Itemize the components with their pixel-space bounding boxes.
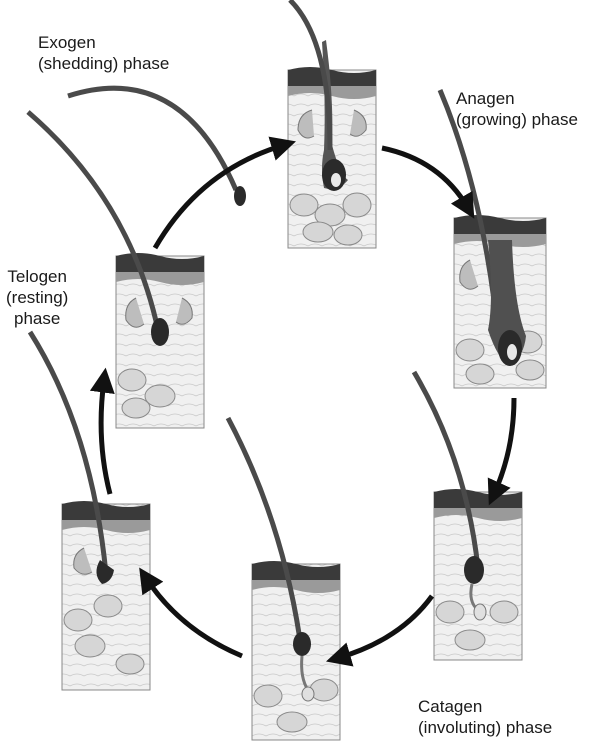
label-telogen: Telogen (resting) phase — [6, 266, 68, 329]
label-telogen-line3: phase — [6, 308, 68, 329]
shed-hair-bulb — [234, 186, 246, 206]
arrow-telogen-to-telogen — [101, 380, 110, 494]
label-catagen-line2: (involuting) phase — [418, 717, 552, 738]
label-anagen-line2: (growing) phase — [456, 109, 578, 130]
arrow-exogen-to-anagen — [382, 148, 468, 208]
shed-hair-strand — [68, 88, 236, 190]
label-exogen-line1: Exogen — [38, 32, 169, 53]
label-anagen-line1: Anagen — [456, 88, 578, 109]
arrow-catagen-to-catagen — [338, 596, 432, 658]
label-telogen-line1: Telogen — [6, 266, 68, 287]
label-exogen-line2: (shedding) phase — [38, 53, 169, 74]
label-exogen: Exogen (shedding) phase — [38, 32, 169, 74]
label-telogen-line2: (resting) — [6, 287, 68, 308]
skin-block-catagen-right — [414, 372, 522, 660]
arrow-anagen-to-catagen — [494, 398, 514, 494]
label-catagen: Catagen (involuting) phase — [418, 696, 552, 738]
label-anagen: Anagen (growing) phase — [456, 88, 578, 130]
arrow-catagen-to-telogen — [146, 578, 242, 656]
skin-block-anagen-right — [440, 90, 546, 388]
label-catagen-line1: Catagen — [418, 696, 552, 717]
skin-block-catagen-bottom — [228, 418, 340, 740]
skin-block-anagen-top — [288, 0, 376, 248]
